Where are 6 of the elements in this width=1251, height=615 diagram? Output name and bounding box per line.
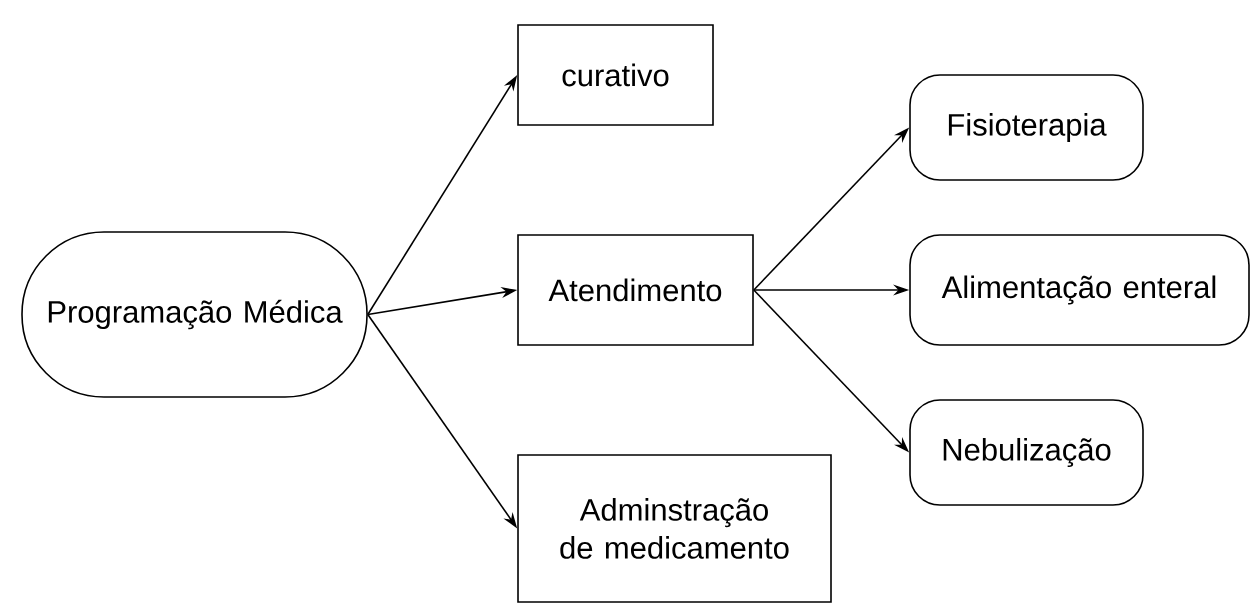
process-box: Atendimento (517, 234, 754, 346)
rounded-box: Fisioterapia (909, 74, 1144, 181)
rounded-box: Alimentação enteral (909, 234, 1250, 346)
process-box: Adminstração de medicamento (517, 454, 832, 603)
process-box: curativo (517, 24, 714, 126)
rounded-box: Nebulização (909, 399, 1144, 506)
